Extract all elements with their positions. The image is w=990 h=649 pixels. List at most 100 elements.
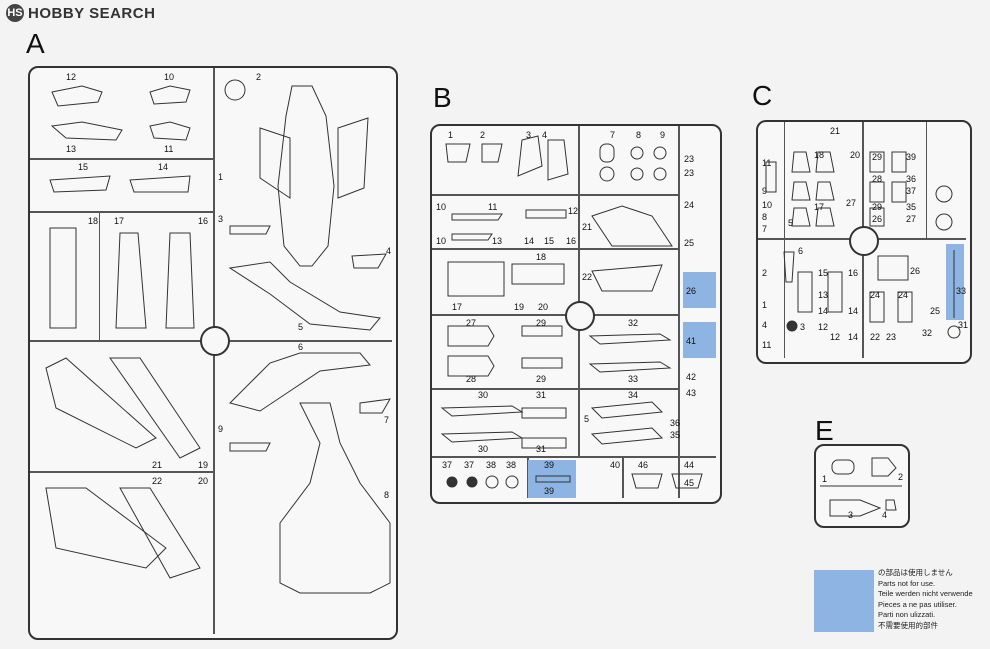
- part-number: 19: [514, 302, 525, 312]
- part-number: 21: [582, 222, 593, 232]
- part-number: 42: [686, 372, 697, 382]
- part-number: 6: [798, 246, 804, 256]
- part-number: 1: [448, 130, 454, 140]
- sprue-c-parts-art: [765, 151, 961, 339]
- part-number: 12: [830, 332, 841, 342]
- part-number: 40: [610, 460, 621, 470]
- part-number: 13: [818, 290, 829, 300]
- part-number: 14: [158, 162, 169, 172]
- sprue-e-parts-art: [820, 457, 902, 517]
- part-number: 36: [906, 174, 917, 184]
- part-number: 3: [848, 510, 854, 520]
- part-number: 27: [906, 214, 917, 224]
- part-number: 2: [762, 268, 768, 278]
- sprue-c-divider-v1: [784, 122, 785, 358]
- part-number: 14: [848, 306, 859, 316]
- sprue-frame-a: 12 10 13 11 2 15 14 1 18 17 16 3 4 5 6 7…: [28, 66, 398, 640]
- part-number: 36: [670, 418, 681, 428]
- part-number: 24: [684, 200, 695, 210]
- part-number: 25: [930, 306, 941, 316]
- part-number: 23: [684, 168, 695, 178]
- part-number: 30: [478, 444, 489, 454]
- part-number: 23: [684, 154, 695, 164]
- part-number: 4: [882, 510, 888, 520]
- part-number: 26: [910, 266, 921, 276]
- part-number: 18: [536, 252, 547, 262]
- part-number: 38: [486, 460, 497, 470]
- part-number: 8: [384, 490, 390, 500]
- part-number: 1: [762, 300, 768, 310]
- part-number: 13: [66, 144, 77, 154]
- part-number: 11: [762, 158, 772, 168]
- part-number: 18: [814, 150, 825, 160]
- part-number: 20: [538, 302, 549, 312]
- part-number: 35: [670, 430, 681, 440]
- part-number: 11: [488, 202, 498, 212]
- part-number: 4: [762, 320, 768, 330]
- part-number: 22: [582, 272, 593, 282]
- sprue-b-divider-h4: [432, 388, 678, 390]
- legend-swatch: [814, 570, 874, 632]
- legend-line: Parti non ulizzati.: [878, 610, 936, 620]
- part-number: 5: [788, 218, 794, 228]
- part-number: 9: [218, 424, 224, 434]
- part-number: 32: [628, 318, 639, 328]
- part-number: 20: [198, 476, 209, 486]
- sprue-frame-e: 1 2 3 4: [814, 444, 910, 528]
- logo-text: HOBBY SEARCH: [28, 4, 156, 22]
- part-number: 13: [492, 236, 503, 246]
- sprue-c-hub: [849, 226, 879, 256]
- sprue-a-divider-v2: [99, 211, 100, 340]
- part-number: 9: [660, 130, 666, 140]
- part-number: 38: [506, 460, 517, 470]
- part-number: 3: [800, 322, 806, 332]
- part-number: 22: [152, 476, 163, 486]
- part-number: 7: [762, 224, 768, 234]
- part-number: 29: [536, 318, 547, 328]
- legend-text: の部品は使用しません Parts not for use. Teile werd…: [878, 568, 973, 632]
- part-number: 29: [872, 202, 883, 212]
- part-number: 12: [568, 206, 579, 216]
- part-number: 5: [298, 322, 304, 332]
- sprue-frame-c: 21 11 18 20 29 39 9 36 10 27 28 37 8 17 …: [756, 120, 972, 364]
- part-number: 4: [542, 130, 548, 140]
- part-number: 46: [638, 460, 649, 470]
- part-number: 24: [870, 290, 881, 300]
- part-number: 11: [762, 340, 772, 350]
- part-number: 39: [544, 486, 555, 496]
- part-number: 3: [526, 130, 532, 140]
- part-number: 14: [524, 236, 535, 246]
- sprue-b-divider-v4: [622, 456, 624, 498]
- part-number: 41: [686, 336, 697, 346]
- part-number: 8: [636, 130, 642, 140]
- site-logo[interactable]: HS HOBBY SEARCH: [6, 4, 155, 22]
- part-number: 37: [464, 460, 475, 470]
- part-number: 12: [66, 72, 77, 82]
- part-number: 39: [906, 152, 917, 162]
- part-number: 2: [480, 130, 486, 140]
- sprue-c-divider-v3: [926, 122, 927, 238]
- legend-line: の部品は使用しません: [878, 568, 953, 577]
- sprue-a-hub: [200, 326, 230, 356]
- legend-line: Parts not for use.: [878, 578, 936, 588]
- sprue-b-divider-h3: [432, 314, 678, 316]
- sprue-b-divider-h5: [432, 456, 716, 458]
- part-number: 32: [922, 328, 933, 338]
- part-number: 30: [478, 390, 489, 400]
- part-number: 10: [436, 202, 447, 212]
- part-number: 12: [818, 322, 829, 332]
- sprue-b-divider-h2: [432, 248, 678, 250]
- part-number: 44: [684, 460, 695, 470]
- logo-mark-icon: HS: [6, 4, 24, 22]
- part-number: 10: [164, 72, 175, 82]
- part-number: 20: [850, 150, 861, 160]
- part-number: 6: [298, 342, 304, 352]
- sheet-label-b: B: [433, 82, 452, 113]
- part-number: 26: [686, 286, 697, 296]
- part-number: 10: [436, 236, 447, 246]
- part-number: 16: [848, 268, 859, 278]
- part-number: 16: [198, 216, 209, 226]
- sheet-label-e: E: [815, 415, 834, 446]
- part-number: 33: [628, 374, 639, 384]
- part-number: 2: [256, 72, 262, 82]
